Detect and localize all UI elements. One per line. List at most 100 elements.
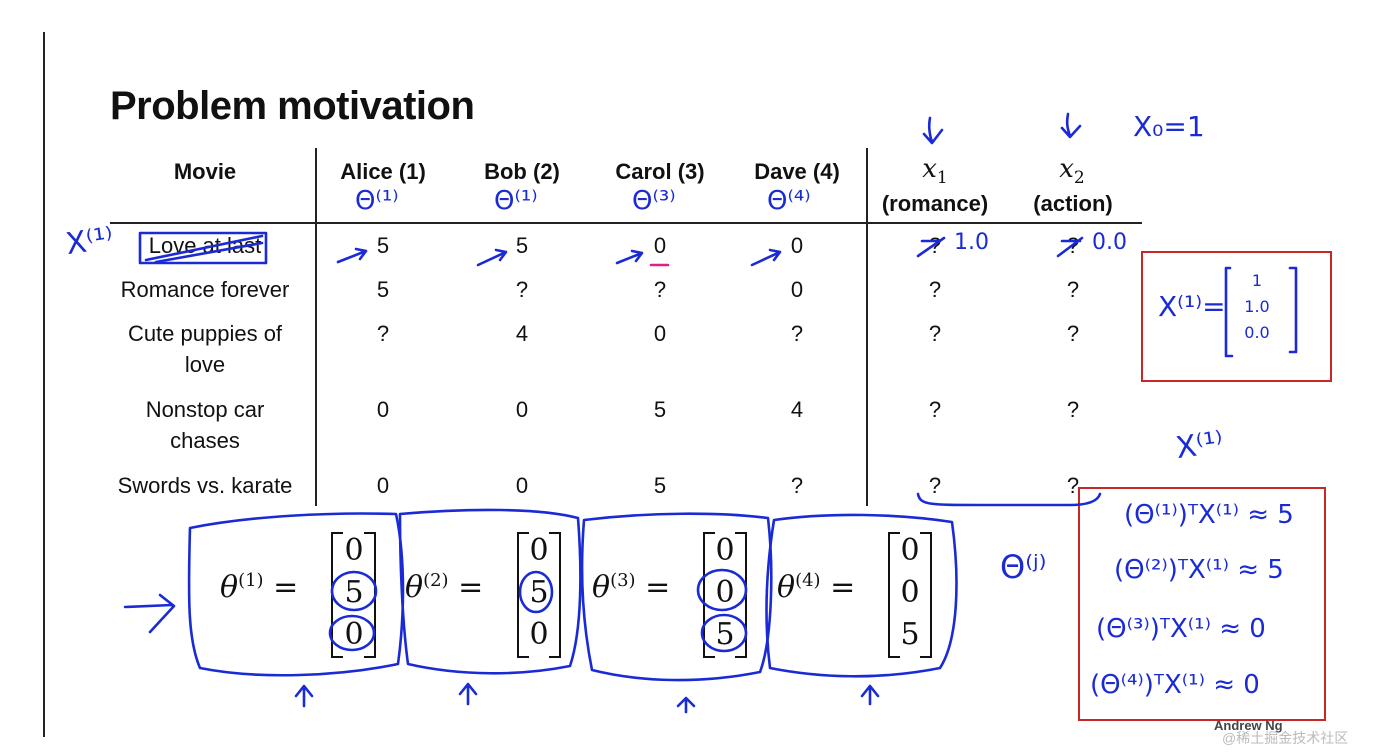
rating-4-2: 5 <box>653 473 667 498</box>
x1-vector-value-0: 1 <box>1251 271 1263 290</box>
feature-3-0: ? <box>928 397 942 422</box>
theta-1-label: θ(1) = <box>220 570 299 605</box>
x2-strike <box>1056 236 1084 258</box>
up-arrow-theta-4-icon <box>860 684 880 706</box>
theta-3-entry-0-circle <box>696 568 748 612</box>
prediction-eq-4: (Θ⁽⁴⁾)ᵀX⁽¹⁾ ≈ 0 <box>1090 670 1260 700</box>
rating-3-1: 0 <box>515 397 529 422</box>
theta-bob-annotation: Θ⁽¹⁾ <box>494 186 538 216</box>
feature-2-0: ? <box>928 321 942 346</box>
theta-3-bracket-left <box>703 532 715 658</box>
row1-x2-value: 0.0 <box>1092 230 1127 255</box>
x1-vector-values: 1 1.0 0.0 <box>1235 268 1279 346</box>
table-header-rule <box>110 222 1142 224</box>
theta-4-bracket-left <box>888 532 900 658</box>
theta-1-entry-5-circle <box>330 570 378 612</box>
x1-vector-bracket-right <box>1288 266 1298 354</box>
feature-1-1: ? <box>1066 277 1080 302</box>
rating-1-1: ? <box>515 277 529 302</box>
arrow-dave-icon <box>750 248 782 267</box>
x1-vector-value-1: 1.0 <box>1244 297 1270 316</box>
theta-3-circle <box>580 512 773 682</box>
up-arrow-theta-1-icon <box>294 684 314 708</box>
feature-3-1: ? <box>1066 397 1080 422</box>
theta-alice-annotation: Θ⁽¹⁾ <box>355 186 399 216</box>
prediction-eq-1: (Θ⁽¹⁾)ᵀX⁽¹⁾ ≈ 5 <box>1124 500 1294 530</box>
down-arrow-x2-icon <box>1060 112 1082 139</box>
down-arrow-x1-icon <box>922 116 944 145</box>
x1-vector-box <box>1141 251 1332 382</box>
header-alice: Alice (1) <box>340 159 426 184</box>
movie-nonstop-car-chases: Nonstop car chases <box>145 397 265 453</box>
x1-vector-label: X⁽¹⁾= <box>1158 290 1226 323</box>
theta-j-annotation: Θ⁽ʲ⁾ <box>1000 548 1047 586</box>
x1-symbol: x1 <box>922 154 948 189</box>
prediction-eq-3: (Θ⁽³⁾)ᵀX⁽¹⁾ ≈ 0 <box>1096 614 1266 644</box>
rating-4-3: ? <box>790 473 804 498</box>
feature-2-1: ? <box>1066 321 1080 346</box>
feature-4-0: ? <box>928 473 942 498</box>
theta-carol-annotation: Θ⁽³⁾ <box>632 186 676 216</box>
movie-swords-vs-karate: Swords vs. karate <box>117 473 293 498</box>
theta-dave-annotation: Θ⁽⁴⁾ <box>767 186 811 216</box>
rating-1-2: ? <box>653 277 667 302</box>
theta-3-entry-5-circle <box>700 613 748 653</box>
theta-4-circle <box>765 513 958 678</box>
predictions-box <box>1078 487 1326 721</box>
prediction-eq-2: (Θ⁽²⁾)ᵀX⁽¹⁾ ≈ 5 <box>1114 555 1284 585</box>
header-movie: Movie <box>173 159 237 184</box>
table-separator-features <box>866 148 868 506</box>
rating-0-0: 5 <box>376 233 390 258</box>
row1-x1-value: 1.0 <box>954 230 989 255</box>
rating-1-0: 5 <box>376 277 390 302</box>
arrow-bob-icon <box>476 248 508 267</box>
rating-0-1: 5 <box>515 233 529 258</box>
header-bob: Bob (2) <box>484 159 560 184</box>
rating-1-3: 0 <box>790 277 804 302</box>
movie-romance-forever: Romance forever <box>120 277 290 302</box>
arrow-carol-icon <box>615 249 644 265</box>
up-arrow-theta-3-icon <box>676 696 696 714</box>
header-dave: Dave (4) <box>754 159 840 184</box>
feature-1-0: ? <box>928 277 942 302</box>
theta-2-circle <box>398 508 582 675</box>
feature-brace <box>916 492 1102 507</box>
slide-title: Problem motivation <box>110 84 475 128</box>
rating-4-1: 0 <box>515 473 529 498</box>
rating-0-2: 0 <box>653 233 667 258</box>
theta-2-bracket-left <box>517 532 529 658</box>
rating-2-2: 0 <box>653 321 667 346</box>
header-action: (action) <box>1033 191 1113 216</box>
x2-symbol: x2 <box>1059 154 1085 189</box>
header-romance: (romance) <box>881 191 989 216</box>
theta-4-label: θ(4) = <box>777 570 856 605</box>
x1-vector-value-2: 0.0 <box>1244 323 1270 342</box>
rating-4-0: 0 <box>376 473 390 498</box>
watermark: @稀土掘金技术社区 <box>1222 730 1349 746</box>
love-at-last-highlight <box>138 231 268 265</box>
love-at-last-strike <box>144 234 264 264</box>
movie-cute-puppies: Cute puppies of love <box>127 321 283 377</box>
x1-strike <box>916 236 946 258</box>
up-arrow-theta-2-icon <box>458 682 478 706</box>
feature-4-1: ? <box>1066 473 1080 498</box>
theta-4-bracket-right <box>920 532 932 658</box>
author-credit: Andrew Ng <box>1214 718 1283 733</box>
rating-2-1: 4 <box>515 321 529 346</box>
rating-3-3: 4 <box>790 397 804 422</box>
arrow-alice-icon <box>336 247 368 264</box>
theta-pointer-arrow-icon <box>123 593 176 634</box>
header-x2: x2 <box>1012 154 1132 194</box>
rating-0-3: 0 <box>790 233 804 258</box>
theta-3-label: θ(3) = <box>592 570 671 605</box>
x1-vector-bracket-left <box>1224 266 1234 358</box>
rating-2-0: ? <box>376 321 390 346</box>
slide-left-border <box>43 32 45 737</box>
rating-3-2: 5 <box>653 397 667 422</box>
theta-1-circle <box>187 512 405 677</box>
